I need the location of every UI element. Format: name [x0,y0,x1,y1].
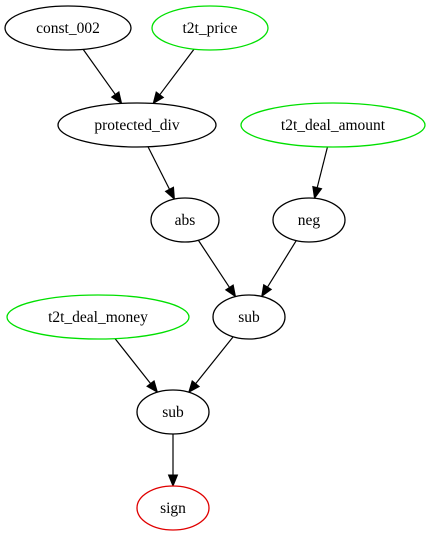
node-ellipse [136,485,210,531]
arrowhead-icon [110,90,123,105]
node-ellipse [151,5,269,51]
edge-t2t_deal_money-to-sub_2 [114,338,152,384]
edge-sub_1-to-sub_2 [195,336,234,385]
node-label: t2t_deal_money [48,309,148,326]
node-ellipse [240,102,426,148]
node-ellipse [136,389,210,435]
edges-layer [82,48,329,488]
node-const-002: const_002 [4,5,132,51]
edge-protected_div-to-abs [147,146,171,190]
arrowhead-icon [312,185,323,200]
node-t2t-deal-money: t2t_deal_money [6,294,190,340]
arrowhead-icon [164,186,175,201]
node-ellipse [272,197,346,243]
node-ellipse [150,197,220,243]
edge-neg-to-sub_1 [267,240,297,288]
arrowhead-icon [146,379,159,394]
node-label: sub [162,404,184,421]
edge-t2t_price-to-protected_div [159,48,195,96]
edge-t2t_deal_amount-to-neg [316,146,329,188]
node-label: t2t_deal_amount [281,117,386,134]
edge-const_002-to-protected_div [82,49,116,95]
node-label: sign [160,500,186,517]
node-t2t-price: t2t_price [151,5,269,51]
node-ellipse [57,102,217,148]
node-label: const_002 [36,20,100,37]
arrowhead-icon [224,284,237,298]
arrowhead-icon [260,283,273,298]
node-label: protected_div [94,117,179,134]
node-protected-div: protected_div [57,102,217,148]
node-label: sub [238,309,260,326]
node-sign: sign [136,485,210,531]
node-sub-2: sub [136,389,210,435]
node-ellipse [212,294,286,340]
arrowhead-icon [152,91,165,105]
node-sub-1: sub [212,294,286,340]
node-label: t2t_price [182,20,237,37]
node-t2t-deal-amount: t2t_deal_amount [240,102,426,148]
node-label: abs [175,212,196,229]
arrowhead-icon [187,379,201,394]
node-ellipse [4,5,132,51]
arrowhead-icon [167,474,179,488]
edge-abs-to-sub_1 [197,239,230,288]
node-label: neg [298,212,321,229]
nodes-layer: const_002 t2t_price protected_div t2t_deal_… [4,5,426,531]
node-abs: abs [150,197,220,243]
node-neg: neg [272,197,346,243]
node-ellipse [6,294,190,340]
